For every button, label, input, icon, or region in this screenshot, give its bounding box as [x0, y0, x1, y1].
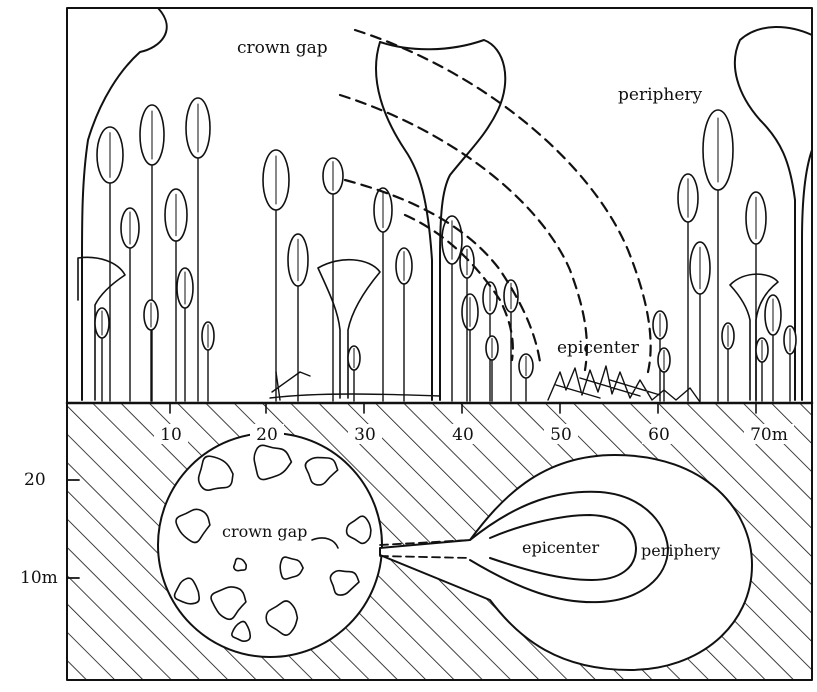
axis-tick-label: 40 — [452, 425, 474, 445]
sapling-tree — [486, 336, 498, 401]
axis-tick-label: 70m — [750, 425, 788, 445]
sapling-group — [95, 98, 796, 401]
fallen-log — [270, 372, 440, 400]
axis-tick-label: 10 — [160, 425, 182, 445]
sapling-tree — [722, 323, 734, 401]
forest-profile: crown gap periphery epicenter — [78, 8, 812, 402]
sapling-tree — [263, 150, 289, 401]
profile-epicenter-label: epicenter — [557, 338, 640, 358]
axis-tick-label: 50 — [550, 425, 572, 445]
sapling-tree — [144, 300, 158, 401]
plan-crown-gap-label: crown gap — [222, 522, 307, 541]
umbrella-tree — [730, 274, 778, 400]
axis-tick-label: 30 — [354, 425, 376, 445]
sapling-tree — [462, 294, 478, 401]
axis-tick-label: 60 — [648, 425, 670, 445]
fallen-debris — [548, 366, 700, 402]
sapling-tree — [746, 192, 766, 401]
profile-periphery-label: periphery — [618, 85, 703, 105]
sapling-tree — [690, 242, 710, 401]
middle-zone-arc — [340, 95, 587, 370]
plan-view: crown gap epicenter periphery — [68, 404, 811, 679]
outer-zone-arc — [355, 30, 651, 372]
plan-epicenter-label: epicenter — [522, 538, 599, 557]
sapling-tree — [504, 280, 518, 401]
sapling-tree — [348, 346, 360, 401]
sapling-tree — [519, 354, 533, 401]
sapling-tree — [97, 127, 123, 401]
sapling-tree — [756, 338, 768, 401]
axis-tick-label: 20 — [24, 470, 46, 490]
sapling-tree — [177, 268, 193, 401]
axis-tick-label: 10m — [20, 568, 58, 588]
sapling-tree — [202, 322, 214, 401]
sapling-tree — [140, 105, 164, 401]
profile-crown-gap-label: crown gap — [237, 38, 328, 58]
sapling-tree — [121, 208, 139, 401]
umbrella-tree — [318, 260, 380, 398]
sapling-tree — [396, 248, 412, 401]
sapling-tree — [186, 98, 210, 401]
plan-periphery-label: periphery — [641, 541, 720, 560]
sapling-tree — [95, 308, 109, 401]
sapling-tree — [374, 188, 392, 401]
axis-tick-label: 20 — [256, 425, 278, 445]
sapling-tree — [288, 234, 308, 401]
